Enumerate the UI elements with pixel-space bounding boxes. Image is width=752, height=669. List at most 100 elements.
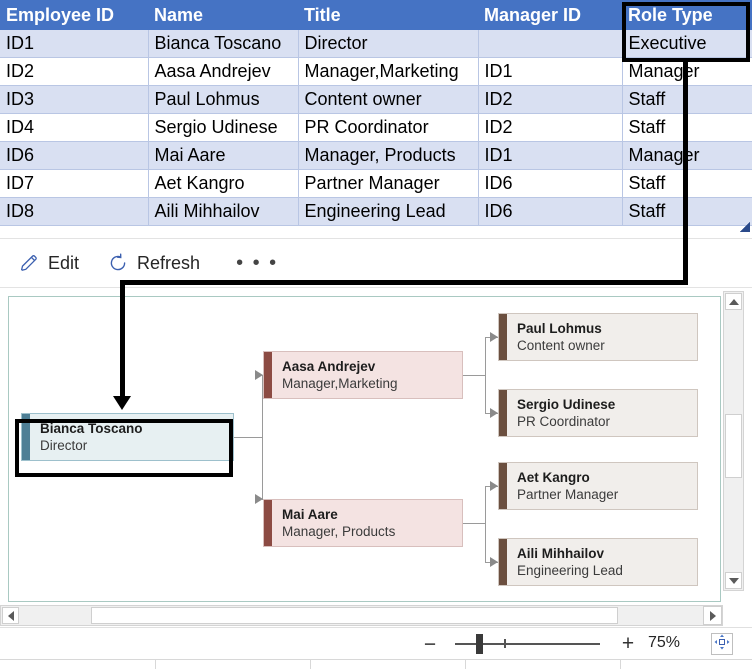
scroll-down-button[interactable] [725, 572, 742, 589]
node-title: Engineering Lead [517, 562, 623, 578]
node-text: Aasa Andrejev Manager,Marketing [264, 359, 404, 392]
node-text: Bianca Toscano Director [22, 421, 149, 454]
org-node-aasa-andrejev[interactable]: Aasa Andrejev Manager,Marketing [263, 351, 463, 399]
org-chart-canvas[interactable]: Bianca Toscano Director Aasa Andrejev Ma… [8, 296, 721, 602]
node-accent-bar [499, 539, 507, 585]
org-node-aet-kangro[interactable]: Aet Kangro Partner Manager [498, 462, 698, 510]
node-accent-bar [22, 414, 30, 460]
org-node-aili-mihhailov[interactable]: Aili Mihhailov Engineering Lead [498, 538, 698, 586]
table-header-row: Employee ID Name Title Manager ID Role T… [0, 0, 752, 30]
connector-line [485, 337, 486, 413]
node-accent-bar [264, 500, 272, 546]
org-node-mai-aare[interactable]: Mai Aare Manager, Products [263, 499, 463, 547]
table-row[interactable]: ID1 Bianca Toscano Director Executive [0, 30, 752, 58]
scroll-right-button[interactable] [703, 606, 722, 625]
vertical-scrollbar[interactable] [723, 291, 744, 591]
cell-title[interactable]: Content owner [298, 85, 479, 114]
ellipsis-icon[interactable]: • • • [236, 251, 279, 274]
node-text: Sergio Udinese PR Coordinator [499, 397, 621, 430]
node-text: Mai Aare Manager, Products [264, 507, 401, 540]
refresh-button[interactable]: Refresh [97, 246, 210, 280]
vertical-scrollbar-thumb[interactable] [725, 414, 742, 478]
scroll-left-button[interactable] [2, 607, 19, 624]
cell-manager-id[interactable]: ID6 [478, 197, 623, 226]
cell-name[interactable]: Bianca Toscano [148, 30, 299, 58]
org-node-paul-lohmus[interactable]: Paul Lohmus Content owner [498, 313, 698, 361]
table-row[interactable]: ID4 Sergio Udinese PR Coordinator ID2 St… [0, 113, 752, 142]
cell-role-type[interactable]: Executive [622, 30, 752, 58]
annotation-line [120, 280, 688, 285]
cell-manager-id[interactable]: ID6 [478, 169, 623, 198]
connector-arrow-icon [490, 408, 498, 418]
connector-arrow-icon [490, 481, 498, 491]
node-accent-bar [499, 314, 507, 360]
column-header-name[interactable]: Name [148, 0, 298, 30]
column-header-title[interactable]: Title [298, 0, 478, 30]
cell-employee-id[interactable]: ID3 [0, 85, 149, 114]
cell-employee-id[interactable]: ID4 [0, 113, 149, 142]
cell-title[interactable]: Engineering Lead [298, 197, 479, 226]
cell-manager-id[interactable]: ID2 [478, 113, 623, 142]
cell-title[interactable]: PR Coordinator [298, 113, 479, 142]
connector-line [485, 486, 486, 562]
cell-employee-id[interactable]: ID6 [0, 141, 149, 170]
scroll-up-button[interactable] [725, 293, 742, 310]
edit-button[interactable]: Edit [8, 246, 89, 280]
cell-manager-id[interactable] [478, 30, 623, 58]
annotation-line [683, 60, 688, 284]
node-title: Manager, Products [282, 523, 396, 539]
cell-employee-id[interactable]: ID1 [0, 30, 149, 58]
table-row[interactable]: ID7 Aet Kangro Partner Manager ID6 Staff [0, 169, 752, 198]
table-row[interactable]: ID3 Paul Lohmus Content owner ID2 Staff [0, 85, 752, 114]
connector-line [463, 375, 485, 376]
table-resize-grip[interactable] [740, 222, 750, 232]
column-header-employee-id[interactable]: Employee ID [0, 0, 148, 30]
cell-name[interactable]: Sergio Udinese [148, 113, 299, 142]
refresh-icon [107, 252, 129, 274]
cell-title[interactable]: Manager, Products [298, 141, 479, 170]
status-bar: − + 75% [0, 627, 752, 660]
diagram-toolbar: Edit Refresh • • • [0, 238, 752, 287]
org-node-sergio-udinese[interactable]: Sergio Udinese PR Coordinator [498, 389, 698, 437]
cell-employee-id[interactable]: ID2 [0, 57, 149, 86]
node-accent-bar [499, 463, 507, 509]
node-text: Paul Lohmus Content owner [499, 321, 611, 354]
cell-employee-id[interactable]: ID7 [0, 169, 149, 198]
cell-name[interactable]: Aasa Andrejev [148, 57, 299, 86]
cell-manager-id[interactable]: ID2 [478, 85, 623, 114]
zoom-out-button[interactable]: − [423, 632, 437, 656]
zoom-level-label: 75% [648, 634, 681, 651]
table-row[interactable]: ID2 Aasa Andrejev Manager,Marketing ID1 … [0, 57, 752, 86]
cell-name[interactable]: Paul Lohmus [148, 85, 299, 114]
zoom-slider-thumb[interactable] [476, 634, 483, 654]
cell-name[interactable]: Aet Kangro [148, 169, 299, 198]
cell-manager-id[interactable]: ID1 [478, 141, 623, 170]
connector-arrow-icon [490, 557, 498, 567]
cell-name[interactable]: Aili Mihhailov [148, 197, 299, 226]
cell-name[interactable]: Mai Aare [148, 141, 299, 170]
fit-to-window-button[interactable] [711, 633, 733, 655]
node-name: Paul Lohmus [517, 320, 602, 336]
cell-title[interactable]: Manager,Marketing [298, 57, 479, 86]
node-text: Aili Mihhailov Engineering Lead [499, 546, 629, 579]
table-row[interactable]: ID8 Aili Mihhailov Engineering Lead ID6 … [0, 197, 752, 226]
employee-table: Employee ID Name Title Manager ID Role T… [0, 0, 752, 226]
zoom-in-button[interactable]: + [621, 631, 635, 655]
annotation-arrowhead-icon [113, 396, 131, 410]
horizontal-scrollbar-thumb[interactable] [91, 607, 618, 624]
cell-title[interactable]: Partner Manager [298, 169, 479, 198]
table-row[interactable]: ID6 Mai Aare Manager, Products ID1 Manag… [0, 141, 752, 170]
cell-title[interactable]: Director [298, 30, 479, 58]
column-header-manager-id[interactable]: Manager ID [478, 0, 622, 30]
zoom-slider-tick [504, 639, 506, 648]
horizontal-scrollbar[interactable] [0, 605, 723, 626]
fit-to-window-icon [714, 634, 730, 655]
edit-button-label: Edit [48, 252, 80, 273]
cell-manager-id[interactable]: ID1 [478, 57, 623, 86]
connector-arrow-icon [255, 370, 263, 380]
node-name: Aasa Andrejev [282, 358, 376, 374]
column-header-role-type[interactable]: Role Type [622, 0, 752, 30]
zoom-slider-track[interactable] [455, 643, 600, 645]
cell-employee-id[interactable]: ID8 [0, 197, 149, 226]
worksheet-grid-remnant [0, 659, 752, 669]
